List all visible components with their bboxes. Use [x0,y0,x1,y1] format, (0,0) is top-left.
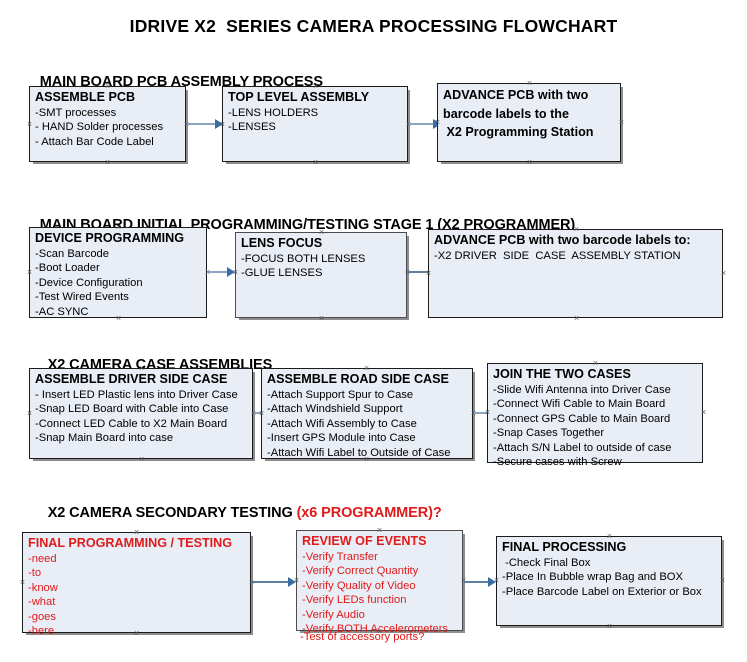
box-line: -Attach Wifi Label to Outside of Case [267,446,451,459]
box-top-level-assembly[interactable]: TOP LEVEL ASSEMBLY -LENS HOLDERS -LENSES [222,86,408,162]
box-title: REVIEW OF EVENTS [302,534,427,548]
box-device-programming[interactable]: DEVICE PROGRAMMING -Scan Barcode -Boot L… [29,227,207,318]
box-title: FINAL PROGRAMMING / TESTING [28,536,233,550]
box-line: -need [28,553,57,565]
connector-arrow [252,577,297,587]
box-line: -Attach Wifi Assembly to Case [267,417,417,430]
box-line: barcode labels to the [443,106,569,121]
box-line: -FOCUS BOTH LENSES [241,253,366,265]
box-line: -Attach Support Spur to Case [267,389,414,401]
box-title: ADVANCE PCB with two [443,88,589,102]
box-advance-pcb-programming-station[interactable]: ADVANCE PCB with two barcode labels to t… [437,83,621,162]
box-line: -goes [28,610,56,623]
box-title: ASSEMBLE DRIVER SIDE CASE [35,372,228,386]
box-line: -Boot Loader [35,262,100,275]
box-line: -Connect GPS Cable to Main Board [493,412,671,425]
box-line: -to [28,567,42,580]
connector-arrow [208,267,236,277]
box-line: -Verify Transfer [302,551,378,563]
section-header-x2-camera-secondary-testing: X2 CAMERA SECONDARY TESTING (x6 PROGRAMM… [32,489,442,537]
box-line: -Connect LED Cable to X2 Main Board [35,417,228,430]
box-review-of-events[interactable]: REVIEW OF EVENTS -Verify Transfer -Verif… [296,530,463,635]
box-title: ASSEMBLE ROAD SIDE CASE [267,372,449,386]
box-line: -here [28,625,55,638]
page-title: IDRIVE X2 SERIES CAMERA PROCESSING FLOWC… [129,16,618,36]
connector-arrow [187,119,223,129]
box-line: -Insert GPS Module into Case [267,432,416,445]
box-line: -SMT processes [35,107,117,119]
section-header-text: X2 CAMERA SECONDARY TESTING [47,505,297,521]
box-line: -Verify Quality of Video [302,579,416,592]
box-join-the-two-cases[interactable]: JOIN THE TWO CASES -Slide Wifi Antenna i… [487,363,703,468]
box-line: X2 Programming Station [443,125,594,139]
box-line: -Snap LED Board with Cable into Case [35,403,229,416]
box-line: -Connect Wifi Cable to Main Board [493,398,666,411]
box-line: - Insert LED Plastic lens into Driver Ca… [35,389,238,401]
box-title: DEVICE PROGRAMMING [35,231,185,245]
box-title: TOP LEVEL ASSEMBLY [228,90,370,104]
box-title: ASSEMBLE PCB [35,90,136,104]
box-title: FINAL PROCESSING [502,540,627,554]
box-lens-focus[interactable]: LENS FOCUS -FOCUS BOTH LENSES -GLUE LENS… [235,232,407,318]
box-line: -AC SYNC [35,305,89,318]
box-line: -Snap Main Board into case [35,432,174,445]
box-line: -X2 DRIVER SIDE CASE ASSEMBLY STATION [434,250,681,262]
box-assemble-driver-side-case[interactable]: ASSEMBLE DRIVER SIDE CASE - Insert LED P… [29,368,253,459]
section-header-note: (x6 PROGRAMMER)? [296,505,442,521]
box-line: -Attach Windshield Support [267,403,403,416]
box-line: -Place In Bubble wrap Bag and BOX [502,571,683,584]
box-assemble-road-side-case[interactable]: ASSEMBLE ROAD SIDE CASE -Attach Support … [261,368,473,459]
box-line: -what [28,596,56,609]
box-title: JOIN THE TWO CASES [493,367,631,381]
box-line: -know [28,581,58,594]
box-line: -Snap Cases Together [493,427,605,440]
box-line: -Place Barcode Label on Exterior or Box [502,585,702,598]
box-line: - HAND Solder processes [35,121,164,134]
box-line: -GLUE LENSES [241,267,323,280]
box-line: -Scan Barcode [35,248,110,260]
box-line: -Check Final Box [502,557,591,569]
box-advance-pcb-driver-side-station[interactable]: ADVANCE PCB with two barcode labels to: … [428,229,723,318]
box-line: -LENSES [228,121,276,134]
box-line: -Verify BOTH Accelerometers [302,623,449,636]
box-final-processing[interactable]: FINAL PROCESSING -Check Final Box -Place… [496,536,722,626]
box-final-programming-testing[interactable]: FINAL PROGRAMMING / TESTING -need -to -k… [22,532,251,637]
box-line: -Attach S/N Label to outside of case [493,441,672,454]
box-line-overflow: -Test of accessory ports? [300,631,425,643]
box-line: -Verify LEDs function [302,594,407,607]
box-assemble-pcb[interactable]: ASSEMBLE PCB -SMT processes - HAND Solde… [29,86,186,162]
connector-arrow [464,577,496,587]
box-line: -Verify Audio [302,608,365,621]
box-title: LENS FOCUS [241,236,323,250]
box-line: -Slide Wifi Antenna into Driver Case [493,384,671,396]
box-line: -LENS HOLDERS [228,107,319,119]
box-title: ADVANCE PCB with two barcode labels to: [434,233,691,247]
box-line: -Device Configuration [35,276,143,289]
box-line: -Test Wired Events [35,291,129,304]
box-line: -Verify Correct Quantity [302,565,419,578]
box-line: -Secure cases with Screw [493,456,622,469]
box-line: - Attach Bar Code Label [35,135,154,148]
